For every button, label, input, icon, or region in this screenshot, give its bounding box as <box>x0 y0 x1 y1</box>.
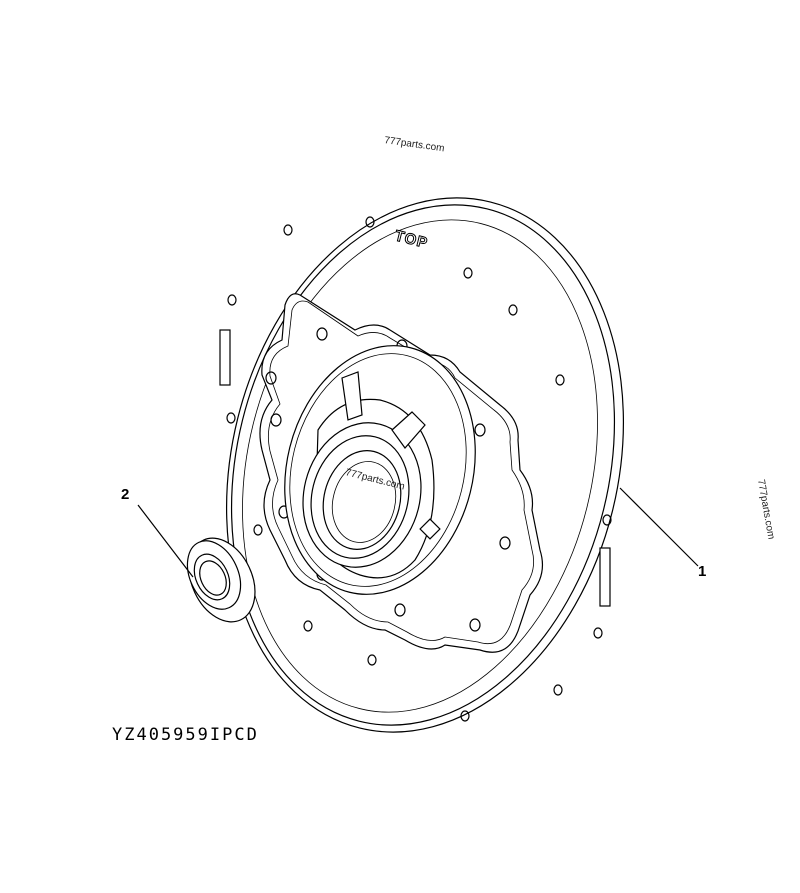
flange-inner-rim <box>230 204 616 726</box>
hub-tab-right <box>391 411 426 449</box>
callout-2-leader <box>137 504 194 578</box>
watermark-top: 777parts.com <box>384 135 446 154</box>
hub-port <box>419 518 441 540</box>
drawing-code: YZ405959IPCD <box>112 725 259 745</box>
seal-rim <box>186 540 242 610</box>
flange-slot-right <box>599 547 611 607</box>
seal-lip-outer <box>193 553 231 601</box>
callout-1-label: 1 <box>698 563 706 580</box>
seal-lip-inner <box>199 560 227 596</box>
flange-slot-left <box>219 329 231 386</box>
flange-step <box>242 219 598 713</box>
boss-bolt-holes <box>265 327 511 632</box>
callout-2-label: 2 <box>121 486 129 503</box>
flange-bolt-holes <box>226 216 612 722</box>
housing-assembly: TOP <box>219 197 625 733</box>
callout-1-leader <box>619 487 699 567</box>
hub-face <box>302 422 422 568</box>
hub-bore-inner <box>322 450 402 550</box>
hub-tab-top <box>341 371 363 421</box>
hub-bore-outer <box>310 435 410 559</box>
seal-part <box>186 537 256 623</box>
watermark-right: 777parts.com <box>755 479 776 541</box>
